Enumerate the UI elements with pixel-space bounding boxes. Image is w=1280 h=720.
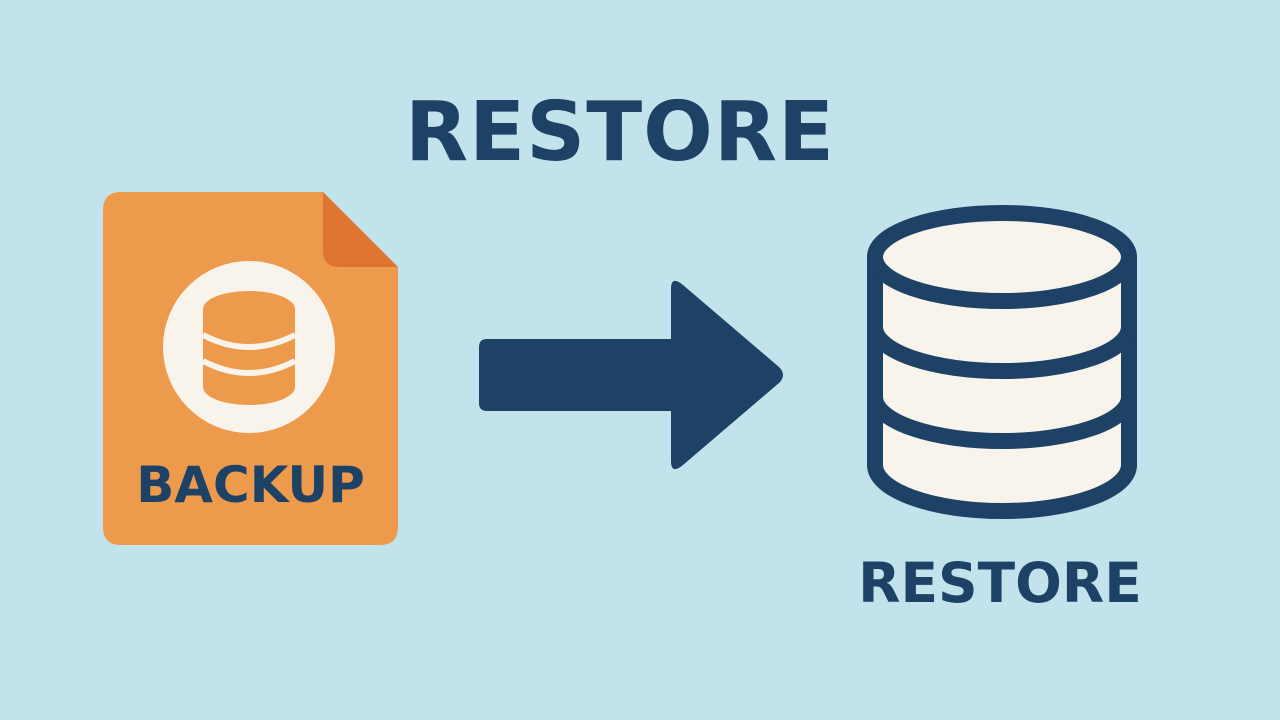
database-icon [201, 291, 297, 405]
backup-label: BACKUP [136, 456, 365, 514]
backup-file-icon: BACKUP [103, 192, 398, 545]
right-arrow-icon [479, 280, 783, 470]
diagram-title: RESTORE [404, 85, 835, 180]
restore-label: RESTORE [858, 551, 1142, 615]
backup-database-badge [163, 261, 335, 433]
database-icon [867, 205, 1137, 519]
